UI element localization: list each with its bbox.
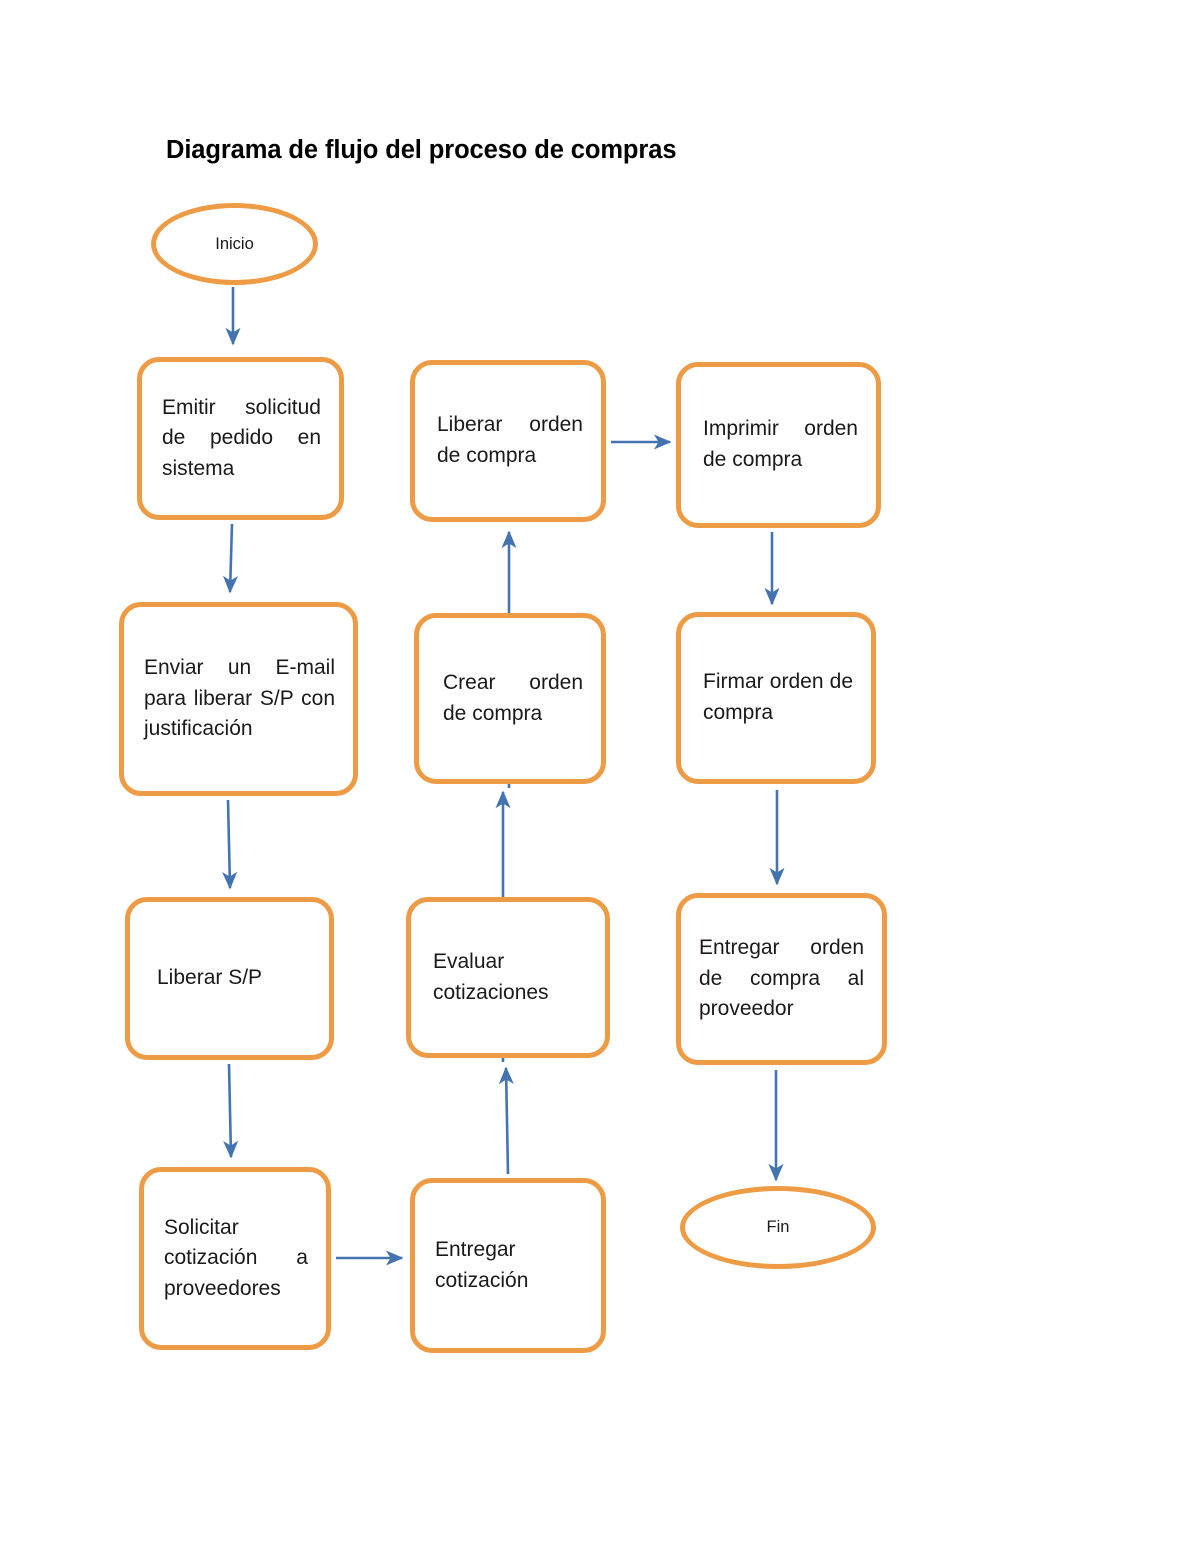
node-inicio[interactable]: Inicio [151, 203, 318, 285]
node-entregar-cotizacion[interactable]: Entregar cotización [410, 1178, 606, 1353]
edge-emitir-enviar [222, 523, 239, 594]
page-title: Diagrama de flujo del proceso de compras [166, 136, 677, 164]
edge-entregarcot-evaluar [498, 1066, 514, 1175]
node-fin-label: Fin [766, 1218, 790, 1237]
node-emitir-solicitud-label: Emitir solicitud de pedido en sistema [162, 395, 321, 480]
node-crear-orden-compra-label: Crear orden de compra [443, 670, 583, 725]
node-firmar-orden-compra-label: Firmar orden de compra [703, 670, 853, 724]
node-evaluar-cotizaciones-label: Evaluar cotizaciones [433, 949, 549, 1004]
node-enviar-email[interactable]: Enviar un E-mail para liberar S/P con ju… [119, 602, 358, 796]
node-solicitar-cotizacion-label: Solicitar cotización a proveedores [164, 1215, 308, 1300]
edge-enviar-liberarsp [222, 799, 238, 890]
node-liberar-sp-label: Liberar S/P [157, 966, 263, 990]
node-solicitar-cotizacion[interactable]: Solicitar cotización a proveedores [139, 1167, 331, 1350]
node-inicio-label: Inicio [215, 234, 254, 253]
node-evaluar-cotizaciones[interactable]: Evaluar cotizaciones [406, 897, 610, 1058]
node-emitir-solicitud[interactable]: Emitir solicitud de pedido en sistema [137, 357, 344, 520]
node-liberar-orden-compra-label: Liberar orden de compra [437, 413, 583, 467]
node-liberar-orden-compra[interactable]: Liberar orden de compra [410, 360, 606, 522]
node-liberar-sp[interactable]: Liberar S/P [125, 897, 334, 1060]
node-enviar-email-label: Enviar un E-mail para liberar S/P con ju… [144, 656, 335, 741]
node-fin[interactable]: Fin [680, 1186, 876, 1269]
node-firmar-orden-compra[interactable]: Firmar orden de compra [676, 612, 876, 784]
node-imprimir-orden-compra-label: Imprimir orden de compra [703, 417, 858, 471]
node-entregar-orden-proveedor-label: Entregar orden de compra al proveedor [699, 936, 864, 1021]
node-entregar-orden-proveedor[interactable]: Entregar orden de compra al proveedor [676, 893, 887, 1065]
node-imprimir-orden-compra[interactable]: Imprimir orden de compra [676, 362, 881, 528]
node-entregar-cotizacion-label: Entregar cotización [435, 1237, 529, 1292]
edge-liberarsp-solicitar [223, 1063, 239, 1159]
node-crear-orden-compra[interactable]: Crear orden de compra [414, 613, 606, 784]
